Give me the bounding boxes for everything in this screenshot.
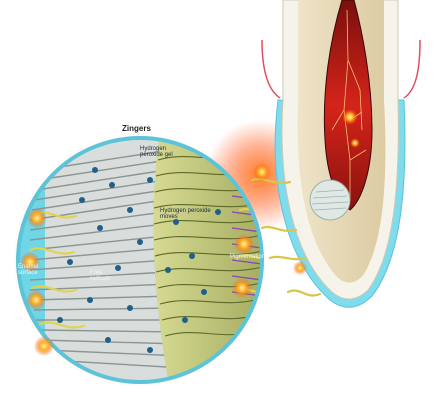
- gum-line-left: [262, 40, 280, 98]
- label-hydrogen-peroxide-moves: Hydrogen peroxide moves: [160, 208, 212, 220]
- edge-orb-4: [34, 336, 54, 356]
- label-pigmentation: Pigmentation: [230, 254, 265, 260]
- label-enamel-surface: Enamel surface: [18, 264, 48, 276]
- label-free-radicals: Free radicals: [90, 270, 120, 282]
- tooth-orb-1: [253, 163, 271, 181]
- pulp-orb-2: [350, 138, 360, 148]
- magnify-spot: [310, 180, 350, 220]
- edge-orb-5: [234, 234, 254, 254]
- label-hydrogen-peroxide-gel: Hydrogen peroxide gel: [140, 146, 180, 158]
- diagram-title: Zingers: [122, 124, 151, 133]
- tooth-orb-2: [293, 261, 307, 275]
- edge-orb-6: [232, 278, 252, 298]
- gum-line-right: [404, 40, 420, 98]
- edge-orb-1: [27, 208, 47, 228]
- edge-orb-3: [26, 290, 46, 310]
- pulp-orb-1: [342, 109, 358, 125]
